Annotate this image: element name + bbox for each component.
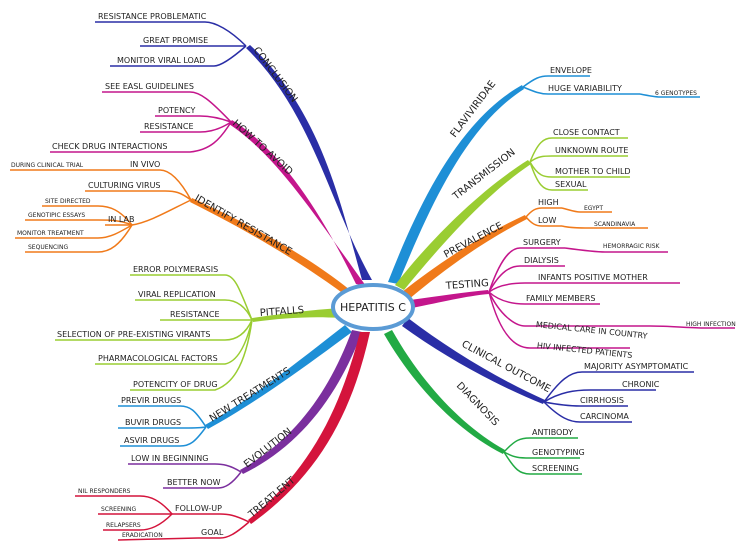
leaf-in-lab[interactable]: IN LAB <box>108 215 135 224</box>
leaf-selection-pre-existing[interactable]: SELECTION OF PRE-EXISTING VIRANTS <box>57 330 211 339</box>
leaf-envelope[interactable]: ENVELOPE <box>550 66 592 75</box>
label-how-to-avoid[interactable]: HOW TO AVOID <box>230 118 295 178</box>
leaf-huge-variability[interactable]: HUGE VARIABILITY <box>548 84 622 93</box>
leaf-scandinavia[interactable]: SCANDINAVIA <box>594 221 636 228</box>
branch-how-to-avoid <box>229 120 366 286</box>
center-label: HEPATITIS C <box>340 301 406 314</box>
sub-branch-lines <box>10 21 735 541</box>
leaf-genotipic-essays[interactable]: GENOTIPIC ESSAYS <box>28 212 85 219</box>
leaf-better-now[interactable]: BETTER NOW <box>167 478 221 487</box>
branch-diagnosis <box>384 330 505 454</box>
center-node[interactable]: HEPATITIS C <box>331 283 415 331</box>
branch-treatment <box>248 332 370 524</box>
leaf-genotyping[interactable]: GENOTYPING <box>532 448 585 457</box>
branch-testing <box>410 290 489 308</box>
leaf-sexual[interactable]: SEXUAL <box>555 180 587 189</box>
branch-evolution <box>240 330 362 474</box>
label-conclusion[interactable]: CONCLUSION <box>251 45 300 105</box>
leaf-during-clinical-trial[interactable]: DURING CLINICAL TRIAL <box>11 162 84 169</box>
leaf-high-infection[interactable]: HIGH INFECTION <box>686 321 736 328</box>
leaf-monitor-viral-load[interactable]: MONITOR VIRAL LOAD <box>117 56 205 65</box>
label-new-treatments[interactable]: NEW TREATMENTS <box>208 366 293 425</box>
branch-transmission <box>395 160 531 290</box>
leaf-high[interactable]: HIGH <box>538 198 559 207</box>
leaf-surgery[interactable]: SURGERY <box>523 238 561 247</box>
branch-prevalence <box>402 215 527 300</box>
leaf-mother-to-child[interactable]: MOTHER TO CHILD <box>555 167 631 176</box>
leaf-dialysis[interactable]: DIALYSIS <box>524 256 559 265</box>
leaf-goal[interactable]: GOAL <box>201 528 224 537</box>
main-branches <box>190 45 545 524</box>
leaf-low[interactable]: LOW <box>538 216 556 225</box>
leaf-great-promise[interactable]: GREAT PROMISE <box>143 36 208 45</box>
leaf-error-polymerasis[interactable]: ERROR POLYMERASIS <box>133 265 218 274</box>
leaf-screening-diagnosis[interactable]: SCREENING <box>532 464 579 473</box>
leaf-resistance-problematic[interactable]: RESISTANCE PROBLEMATIC <box>98 12 207 21</box>
label-testing[interactable]: TESTING <box>444 278 489 292</box>
branch-pitfalls <box>252 308 340 322</box>
leaf-check-drug-interactions[interactable]: CHECK DRUG INTERACTIONS <box>52 142 167 151</box>
leaf-culturing-virus[interactable]: CULTURING VIRUS <box>88 181 161 190</box>
leaf-resistance-avoid[interactable]: RESISTANCE <box>144 122 194 131</box>
leaf-majority-asymptomatic[interactable]: MAJORITY ASYMPTOMATIC <box>584 362 689 371</box>
leaf-previr-drugs[interactable]: PREVIR DRUGS <box>121 396 181 405</box>
leaf-relapsers[interactable]: RELAPSERS <box>106 522 141 529</box>
branch-clinical-outcome <box>402 318 545 404</box>
leaf-monitor-treatment[interactable]: MONITOR TREATMENT <box>17 230 84 237</box>
leaf-hiv-infected-patients[interactable]: HIV INFECTED PATIENTS <box>536 341 632 360</box>
leaf-infants-positive-mother[interactable]: INFANTS POSITIVE MOTHER <box>538 273 648 282</box>
leaf-eradication[interactable]: ERADICATION <box>122 532 163 539</box>
label-treatment[interactable]: TREATLENT <box>246 475 298 521</box>
leaf-in-vivo[interactable]: IN VIVO <box>130 160 160 169</box>
branch-flaviviridae <box>388 85 524 284</box>
leaf-antibody[interactable]: ANTIBODY <box>532 428 573 437</box>
leaf-follow-up[interactable]: FOLLOW-UP <box>175 504 222 513</box>
leaf-cirrhosis[interactable]: CIRRHOSIS <box>580 396 624 405</box>
leaf-screening-treatment[interactable]: SCREENING <box>101 506 136 513</box>
leaf-unknown-route[interactable]: UNKNOWN ROUTE <box>555 146 628 155</box>
label-pitfalls[interactable]: PITFALLS <box>259 305 304 319</box>
leaf-pharmacological-factors[interactable]: PHARMACOLOGICAL FACTORS <box>98 354 218 363</box>
leaf-viral-replication[interactable]: VIRAL REPLICATION <box>138 290 216 299</box>
branch-identify-resistance <box>190 198 352 300</box>
leaf-asvir-drugs[interactable]: ASVIR DRUGS <box>124 436 179 445</box>
leaf-close-contact[interactable]: CLOSE CONTACT <box>553 128 620 137</box>
leaf-6-genotypes[interactable]: 6 GENOTYPES <box>655 90 697 97</box>
branch-conclusion <box>246 45 372 280</box>
leaf-see-easl-guidelines[interactable]: SEE EASL GUIDELINES <box>105 82 194 91</box>
leaf-family-members[interactable]: FAMILY MEMBERS <box>526 294 595 303</box>
leaf-low-in-beginning[interactable]: LOW IN BEGINNING <box>131 454 208 463</box>
branch-new-treatments <box>205 325 352 429</box>
leaf-egypt[interactable]: EGYPT <box>584 205 603 212</box>
leaf-sequencing[interactable]: SEQUENCING <box>28 244 68 251</box>
label-evolution[interactable]: EVOLUTION <box>242 426 294 470</box>
leaf-buvir-drugs[interactable]: BUVIR DRUGS <box>125 418 181 427</box>
leaf-medical-care[interactable]: MEDICAL CARE IN COUNTRY <box>535 320 648 341</box>
label-identify-resistance[interactable]: IDENTIFY RESISTANCE <box>193 193 294 258</box>
leaf-nil-responders[interactable]: NIL RESPONDERS <box>78 488 131 495</box>
leaf-carcinoma[interactable]: CARCINOMA <box>580 412 629 421</box>
leaf-potency[interactable]: POTENCY <box>158 106 195 115</box>
leaf-site-directed[interactable]: SITE DIRECTED <box>45 198 91 205</box>
leaf-hemorragic-risk[interactable]: HEMORRAGIC RISK <box>603 243 661 250</box>
leaf-potencity-of-drug[interactable]: POTENCITY OF DRUG <box>133 380 218 389</box>
leaf-resistance-pitfalls[interactable]: RESISTANCE <box>170 310 220 319</box>
leaf-chronic[interactable]: CHRONIC <box>622 380 660 389</box>
